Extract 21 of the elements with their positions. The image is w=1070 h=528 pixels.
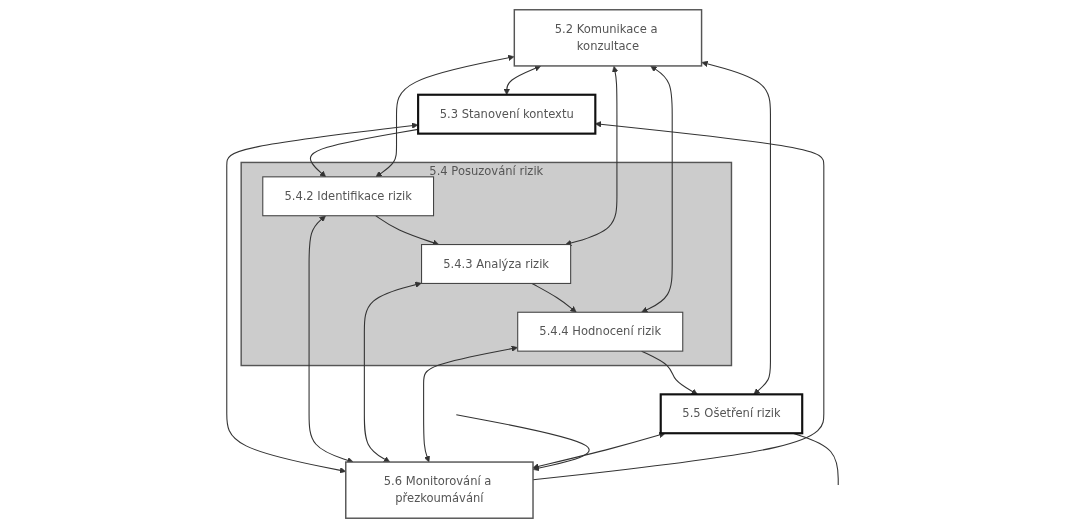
arrow: [308, 215, 354, 464]
arrow: [531, 282, 577, 313]
arrow: [701, 60, 771, 395]
arrow: [565, 65, 619, 247]
arrow: [641, 350, 698, 395]
arrow: [226, 122, 419, 474]
arrow: [532, 121, 825, 481]
arrow: [455, 414, 590, 472]
node-box: 5.4.2 Identifikace rizik: [262, 176, 435, 217]
arrow: [375, 215, 439, 246]
node-box: 5.4.4 Hodnocení rizik: [517, 311, 684, 352]
node-box: 5.3 Stanovení kontextu: [417, 93, 597, 135]
node-box: 5.6 Monitorování a přezkoumávání: [345, 461, 534, 519]
arrow: [375, 54, 515, 178]
node-box: 5.2 Komunikace a konzultace: [513, 9, 703, 67]
node-box: 5.5 Ošetření rizik: [659, 393, 804, 435]
arrow: [423, 345, 518, 463]
node-box: 5.4.3 Analýza rizik: [421, 244, 572, 284]
arrow: [309, 128, 419, 178]
arrow: [363, 281, 422, 463]
arrow: [641, 65, 673, 313]
